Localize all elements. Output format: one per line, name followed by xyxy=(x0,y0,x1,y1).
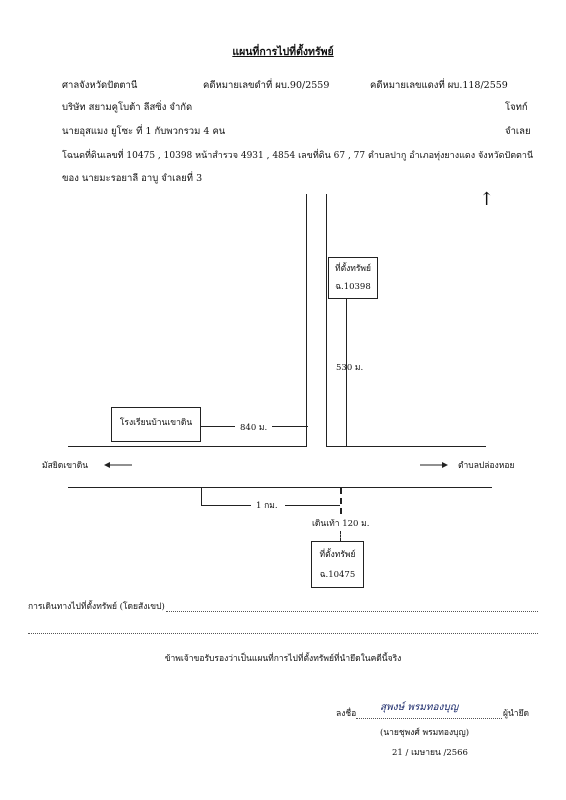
road-horizontal-lower xyxy=(68,487,492,488)
road-horizontal-upper-right xyxy=(326,446,486,447)
school-label: โรงเรียนบ้านเขาดิน xyxy=(119,418,193,428)
measure-1km-left xyxy=(201,505,251,506)
route-dotted-line-2 xyxy=(28,633,538,634)
school-box: โรงเรียนบ้านเขาดิน xyxy=(111,407,201,442)
signature: สุพงษ์ พรมทองบุญ xyxy=(380,702,459,713)
property-label: ที่ตั้งทรัพย์ xyxy=(319,550,356,560)
court-name: ศาลจังหวัดปัตตานี xyxy=(62,80,138,91)
measure-1km-right xyxy=(285,505,340,506)
walkway-dashed xyxy=(340,488,342,514)
route-dotted-line-1 xyxy=(166,611,538,612)
connector-840-right xyxy=(272,426,308,427)
certification-text: ข้าพเจ้าขอรับรองว่าเป็นแผนที่การไปที่ตั้… xyxy=(164,654,402,664)
road-vertical-left xyxy=(306,194,307,446)
measure-1km-tick-left xyxy=(201,487,202,505)
distance-530: 530 ม. xyxy=(336,363,364,373)
owner-line: ของ นายมะรอยาลี อาบู จำเลยที่ 3 xyxy=(62,173,203,184)
plaintiff-name: บริษัท สยามคูโบต้า ลีสซิ่ง จำกัด xyxy=(62,102,193,113)
property-box-10475: ที่ตั้งทรัพย์ ฉ.10475 xyxy=(311,541,364,588)
page-title: แผนที่การไปที่ตั้งทรัพย์ xyxy=(232,46,334,58)
signature-line xyxy=(356,718,502,719)
road-vertical-right xyxy=(326,194,327,446)
sign-role: ผู้นำยึด xyxy=(503,709,530,719)
property-box-10398: ที่ตั้งทรัพย์ ฉ.10398 xyxy=(328,257,378,299)
walkway-dashed-lower xyxy=(340,531,341,541)
deed-number-10475: ฉ.10475 xyxy=(319,570,356,580)
north-arrow-icon: ↑ xyxy=(479,189,495,210)
signer-name: (นายชุพงศ์ พรมทองบุญ) xyxy=(380,728,470,738)
right-destination: ตำบลปล่องหอย xyxy=(458,461,515,471)
connector-840-left xyxy=(199,426,235,427)
red-case-number: คดีหมายเลขแดงที่ ผบ.118/2559 xyxy=(370,80,508,91)
distance-1km: 1 กม. xyxy=(256,501,278,511)
connector-530 xyxy=(346,298,347,446)
distance-840: 840 ม. xyxy=(240,423,268,433)
road-horizontal-upper xyxy=(68,446,307,447)
defendant-name: นายอุสแมง ยูโซะ ที่ 1 กับพวกรวม 4 คน xyxy=(62,126,226,137)
black-case-number: คดีหมายเลขดำที่ ผบ.90/2559 xyxy=(203,80,330,91)
defendant-role: จำเลย xyxy=(505,126,531,137)
plaintiff-role: โจทก์ xyxy=(505,102,528,113)
property-label: ที่ตั้งทรัพย์ xyxy=(334,264,372,274)
route-description-label: การเดินทางไปที่ตั้งทรัพย์ (โดยสังเขป) xyxy=(28,602,165,612)
distance-walk-120: เดินเท้า 120 ม. xyxy=(312,519,370,529)
sign-prefix: ลงชื่อ xyxy=(336,709,357,719)
left-destination: มัสยิดเขาดิน xyxy=(42,461,89,471)
deed-details: โฉนดที่ดินเลขที่ 10475 , 10398 หน้าสำรวจ… xyxy=(62,151,534,161)
sign-date: 21 / เมษายน /2566 xyxy=(392,748,468,758)
deed-number-10398: ฉ.10398 xyxy=(335,282,371,292)
